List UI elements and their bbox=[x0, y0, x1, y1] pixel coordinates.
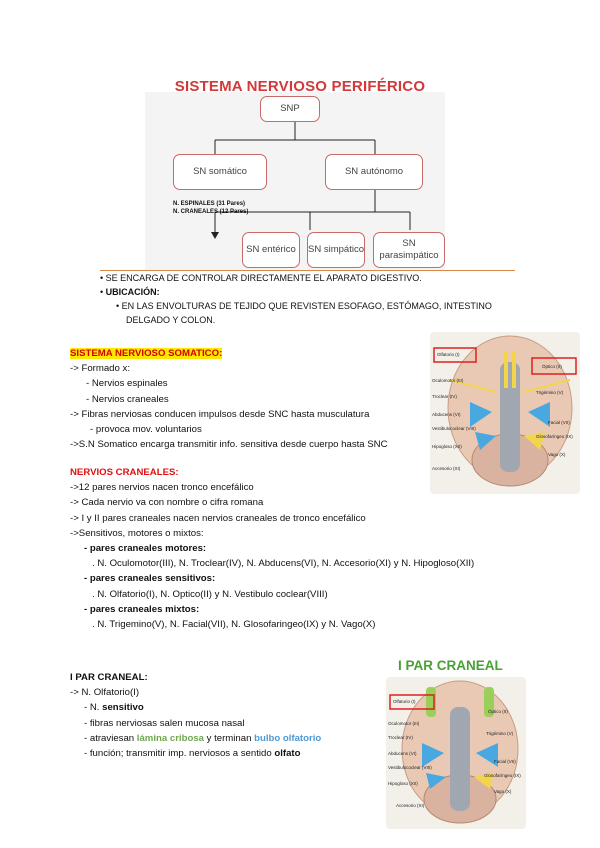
sensitivos-heading: - pares craneales sensitivos: bbox=[84, 573, 216, 585]
label-troclear: Troclear (IV) bbox=[432, 394, 457, 399]
label-abducens-2: Abducens (VI) bbox=[388, 751, 417, 756]
mixtos-heading: - pares craneales mixtos: bbox=[84, 603, 200, 615]
label-optico: Óptico (II) bbox=[542, 364, 562, 369]
label-facial: Facial (VII) bbox=[548, 420, 570, 425]
par1-line-3: - fibras nerviosas salen mucosa nasal bbox=[84, 717, 245, 729]
bullet-3-cont: DELGADO Y COLON. bbox=[126, 315, 216, 325]
bullet-1: • SE ENCARGA DE CONTROLAR DIRECTAMENTE E… bbox=[100, 273, 422, 283]
craneales-label: N. CRANEALES (12 Pares) bbox=[173, 209, 249, 216]
sn-somatico-box: SN somático bbox=[173, 154, 267, 190]
sn-enterico-box: SN entérico bbox=[242, 232, 300, 268]
label-vago: Vago (X) bbox=[548, 452, 566, 457]
par1-line-2: - N. sensitivo bbox=[70, 700, 321, 715]
label-oculomotor-2: Oculomotor (III) bbox=[388, 721, 420, 726]
bullet-2-text: UBICACIÓN: bbox=[105, 287, 160, 297]
sn-autonomo-box: SN autónomo bbox=[325, 154, 423, 190]
craneales-line-1: ->12 pares nervios nacen tronco encefáli… bbox=[70, 482, 254, 494]
bullet-3-text: EN LAS ENVOLTURAS DE TEJIDO QUE REVISTEN… bbox=[121, 301, 492, 311]
label-accesorio: Accesorio (XI) bbox=[432, 466, 461, 471]
diagram-connectors bbox=[211, 122, 411, 239]
snp-box: SNP bbox=[260, 96, 320, 122]
somatico-line-3: - Nervios craneales bbox=[86, 393, 169, 405]
label-optico-2: Óptico (II) bbox=[488, 709, 508, 714]
snp-diagram: SNP SN somático SN autónomo N. ESPINALES… bbox=[145, 92, 445, 270]
par1-line-2-pre: - N. bbox=[84, 702, 103, 714]
sn-parasimpatico-box: SN parasimpático bbox=[373, 232, 445, 268]
espinales-label: N. ESPINALES (31 Pares) bbox=[173, 201, 246, 207]
mixtos-list: . N. Trigemino(V), N. Facial(VII), N. Gl… bbox=[92, 619, 376, 631]
bulbo-olfatorio-text: bulbo olfatorio bbox=[254, 732, 322, 744]
craneales-line-3: -> I y II pares craneales nacen nervios … bbox=[70, 512, 366, 524]
label-abducens: Abducens (VI) bbox=[432, 412, 461, 417]
enterico-bullets: • SE ENCARGA DE CONTROLAR DIRECTAMENTE E… bbox=[100, 271, 520, 327]
bullet-1-text: SE ENCARGA DE CONTROLAR DIRECTAMENTE EL … bbox=[105, 273, 422, 283]
label-glosofaringeo-2: Glosofaríngeo (IX) bbox=[484, 773, 521, 778]
par1-line-5-bold: olfato bbox=[274, 748, 301, 760]
label-hipogloso: Hipogloso (XII) bbox=[432, 444, 462, 449]
lamina-cribosa-text: lámina cribosa bbox=[136, 732, 204, 744]
label-trigemino: Trigémino (V) bbox=[536, 390, 564, 395]
sn-simpatico-box: SN simpático bbox=[307, 232, 365, 268]
label-hipogloso-2: Hipogloso (XII) bbox=[388, 781, 418, 786]
brain-illustration-2 bbox=[389, 680, 519, 824]
craneales-line-2: -> Cada nervio va con nombre o cifra rom… bbox=[70, 497, 264, 509]
somatico-section: SISTEMA NERVIOSO SOMATICO: -> Formado x:… bbox=[70, 346, 388, 452]
label-olfatorio-2: Olfatorio (I) bbox=[393, 699, 416, 704]
craneales-line-4: ->Sensitivos, motores o mixtos: bbox=[70, 527, 204, 539]
sensitivos-list: . N. Olfatorio(I), N. Optico(II) y N. Ve… bbox=[92, 588, 328, 600]
par1-line-4-pre: - atraviesan bbox=[84, 732, 137, 744]
somatico-line-4: -> Fibras nerviosas conducen impulsos de… bbox=[70, 408, 370, 420]
bullet-2: • UBICACIÓN: bbox=[100, 287, 160, 297]
par1-figure-title: I PAR CRANEAL bbox=[398, 658, 503, 673]
somatico-line-2: - Nervios espinales bbox=[86, 378, 168, 390]
label-glosofaringeo: Glosofaríngeo (IX) bbox=[536, 434, 573, 439]
section-divider bbox=[100, 270, 515, 271]
par1-line-1: -> N. Olfatorio(I) bbox=[70, 687, 140, 699]
par1-section: I PAR CRANEAL: -> N. Olfatorio(I) - N. s… bbox=[70, 670, 321, 761]
page-title: SISTEMA NERVIOSO PERIFÉRICO bbox=[174, 78, 426, 95]
somatico-heading: SISTEMA NERVIOSO SOMATICO: bbox=[70, 348, 223, 359]
label-accesorio-2: Accesorio (XI) bbox=[396, 803, 425, 808]
brain-illustration bbox=[433, 335, 577, 487]
par1-line-4: - atraviesan lámina cribosa y terminan b… bbox=[70, 731, 321, 746]
somatico-line-1: -> Formado x: bbox=[70, 363, 130, 375]
cranial-nerves-figure: Olfatorio (I) Óptico (II) Oculomotor (II… bbox=[430, 332, 580, 494]
par1-line-4-mid: y terminan bbox=[203, 732, 255, 744]
label-troclear-2: Troclear (IV) bbox=[388, 735, 413, 740]
label-vago-2: Vago (X) bbox=[494, 789, 512, 794]
somatico-subtypes: N. ESPINALES (31 Pares) N. CRANEALES (12… bbox=[173, 200, 248, 216]
label-trigemino-2: Trigémino (V) bbox=[486, 731, 514, 736]
label-vestibulo: Vestibulococlear (VIII) bbox=[432, 426, 476, 431]
motores-list: . N. Oculomotor(III), N. Troclear(IV), N… bbox=[92, 558, 475, 570]
par1-figure: Olfatorio (I) Óptico (II) Oculomotor (II… bbox=[386, 677, 526, 829]
craneales-heading: NERVIOS CRANEALES: bbox=[70, 467, 179, 478]
craneales-section: NERVIOS CRANEALES: ->12 pares nervios na… bbox=[70, 465, 474, 632]
label-vestibulo-2: Vestibulococlear (VIII) bbox=[388, 765, 432, 770]
par1-line-2-bold: sensitivo bbox=[102, 702, 144, 714]
motores-heading: - pares craneales motores: bbox=[84, 543, 207, 555]
label-olfatorio: Olfatorio (I) bbox=[437, 352, 460, 357]
label-oculomotor: Oculomotor (III) bbox=[432, 378, 464, 383]
label-facial-2: Facial (VII) bbox=[494, 759, 516, 764]
par1-line-5: - función; transmitir imp. nerviosos a s… bbox=[70, 746, 321, 761]
par1-heading: I PAR CRANEAL: bbox=[70, 672, 148, 683]
somatico-line-5: - provoca mov. voluntarios bbox=[90, 424, 202, 436]
par1-line-5-pre: - función; transmitir imp. nerviosos a s… bbox=[84, 748, 275, 760]
bullet-3: • EN LAS ENVOLTURAS DE TEJIDO QUE REVIST… bbox=[116, 301, 492, 311]
somatico-line-6: ->S.N Somatico encarga transmitir info. … bbox=[70, 439, 388, 451]
